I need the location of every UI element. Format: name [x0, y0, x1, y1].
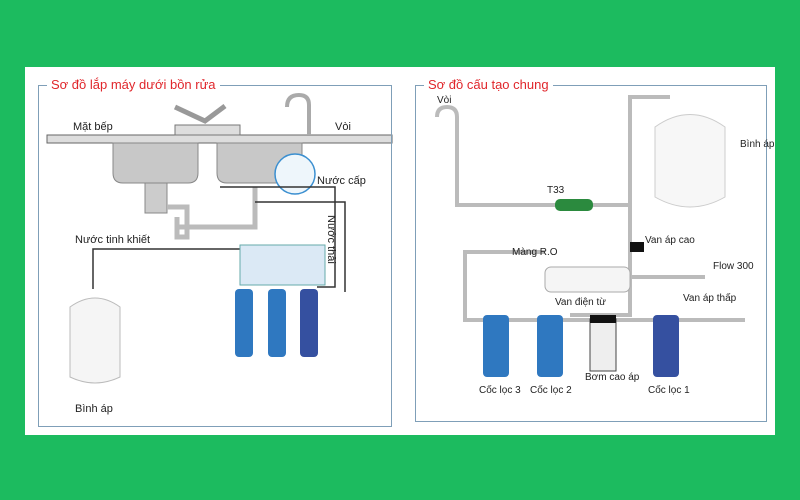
label-waste-water: Nước thải — [325, 215, 337, 264]
label-pump: Bơm cao áp — [585, 372, 640, 383]
label-right-faucet: Vòi — [437, 95, 452, 106]
label-flow: Flow 300 — [713, 261, 754, 272]
label-t33: T33 — [547, 185, 565, 196]
right-pressure-tank — [654, 114, 726, 208]
t33-filter — [555, 199, 593, 211]
label-right-pressure-tank: Bình áp — [740, 139, 775, 150]
ro-machine — [235, 244, 326, 357]
label-solenoid-valve: Van điện từ — [555, 297, 606, 308]
label-filter3: Cốc lọc 3 — [479, 385, 521, 396]
label-left-pressure-tank: Bình áp — [75, 403, 113, 415]
label-pure-water: Nước tinh khiết — [75, 234, 151, 246]
label-filter1: Cốc lọc 1 — [648, 385, 690, 396]
label-countertop: Mặt bếp — [73, 121, 113, 133]
left-pressure-tank — [69, 297, 121, 384]
label-high-pressure-valve: Van áp cao — [645, 235, 695, 246]
pipes — [92, 186, 346, 292]
left-diagram-frame: Sơ đồ lắp máy dưới bồn rửa — [38, 77, 392, 427]
label-ro-membrane: Màng R.O — [512, 247, 558, 258]
label-supply-water: Nước cấp — [317, 175, 366, 187]
left-diagram-title: Sơ đồ lắp máy dưới bồn rửa — [47, 77, 220, 92]
high-pressure-valve — [630, 242, 644, 252]
right-diagram-title: Sơ đồ cấu tạo chung — [424, 77, 553, 92]
ro-faucet — [285, 92, 311, 135]
ro-membrane — [544, 266, 631, 293]
sink-basins — [112, 142, 303, 240]
right-diagram-frame: Sơ đồ cấu tạo chung — [415, 77, 767, 422]
diagram-drawing — [46, 92, 745, 384]
label-low-pressure-valve: Van áp thấp — [683, 293, 737, 304]
diagram-panel: Sơ đồ lắp máy dưới bồn rửa Sơ đồ cấu tạo… — [25, 67, 775, 435]
right-filters — [483, 315, 679, 377]
sink-faucet — [173, 104, 241, 136]
label-faucet: Vòi — [335, 121, 351, 133]
label-filter2: Cốc lọc 2 — [530, 385, 572, 396]
supply-valve-zoom — [274, 153, 316, 195]
